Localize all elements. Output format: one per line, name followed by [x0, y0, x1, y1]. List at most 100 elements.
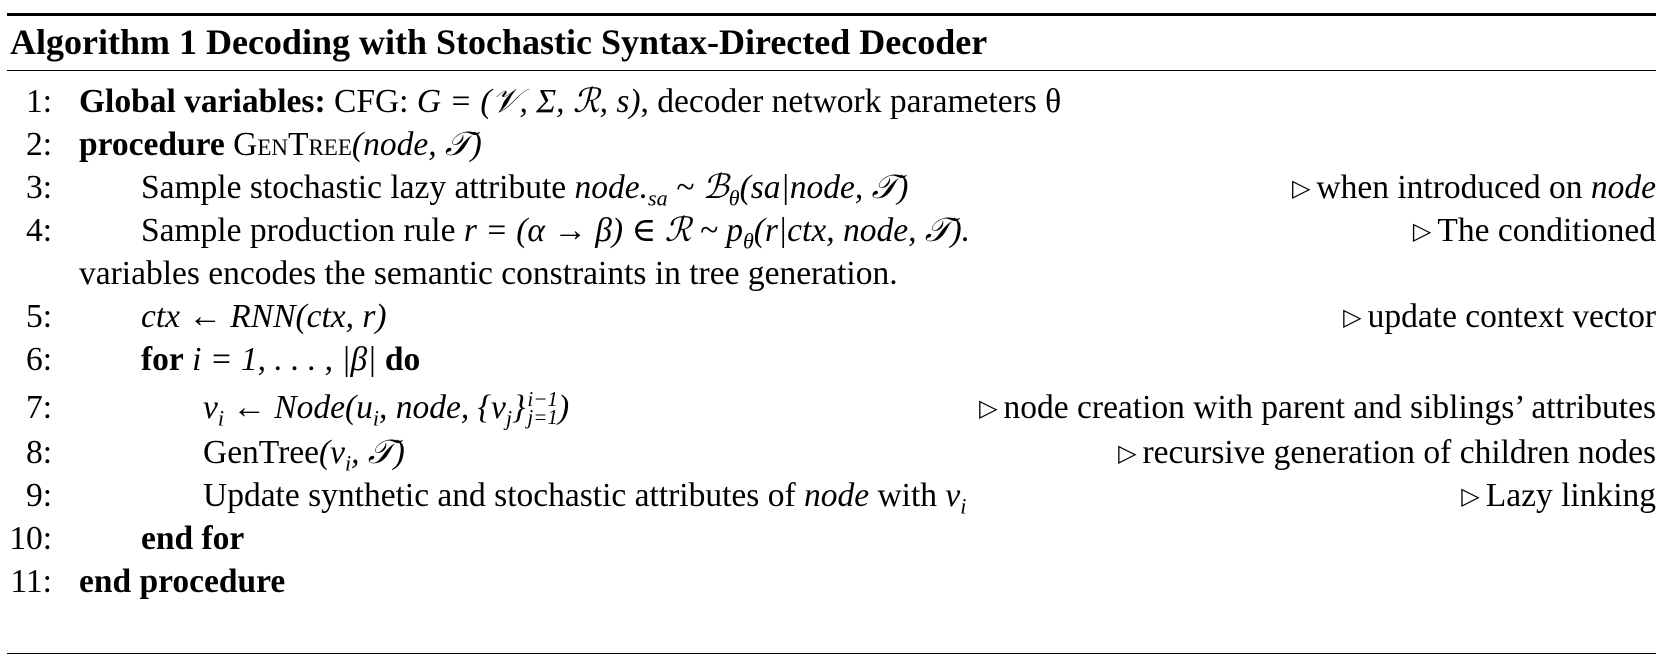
keyword: end for	[141, 520, 245, 557]
math-expr: (r|ctx, node, 𝒯).	[753, 212, 971, 249]
math-sub: θ	[728, 185, 740, 211]
keyword: for	[141, 341, 184, 378]
comment-triangle-icon: ▷	[1461, 484, 1480, 510]
math-expr: )	[557, 389, 570, 426]
math-sup: i−1	[527, 387, 558, 412]
continuation-text: variables encodes the semantic constrain…	[79, 255, 898, 292]
comment-text: The conditioned	[1437, 212, 1656, 249]
line-comment: ▷update context vector	[1343, 295, 1656, 342]
line-text: Sample stochastic lazy attribute	[141, 169, 575, 206]
algorithm-line-2: 2: procedure GenTree(node, 𝒯)	[0, 123, 1656, 167]
line-text: Update synthetic and stochastic attribut…	[203, 477, 804, 514]
line-number: 1:	[25, 83, 52, 120]
algorithm-title: Algorithm 1 Decoding with Stochastic Syn…	[10, 22, 988, 62]
bottom-rule	[7, 653, 1656, 654]
header-rule	[7, 70, 1656, 71]
math-sub: θ	[742, 228, 754, 254]
math-expr: }	[512, 389, 526, 426]
comment-text: Lazy linking	[1485, 477, 1656, 514]
math-expr: (v	[319, 434, 346, 471]
math-expr: i = 1, . . . , |β|	[183, 341, 385, 378]
math-sub: i	[372, 405, 379, 431]
algorithm-line-11: 11: end procedure	[0, 560, 1656, 604]
line-number: 3:	[25, 169, 52, 206]
line-comment: ▷node creation with parent and siblings’…	[979, 386, 1656, 433]
comment-triangle-icon: ▷	[1412, 219, 1432, 245]
line-body: end procedure	[79, 560, 285, 604]
comment-text: when introduced on	[1316, 169, 1591, 206]
procedure-name: GenTree	[233, 126, 352, 163]
algorithm-line-1: 1: Global variables: CFG: G = (𝒱, Σ, ℛ, …	[0, 80, 1656, 124]
line-body: procedure GenTree(node, 𝒯)	[79, 123, 482, 167]
algorithm-line-4-continuation: variables encodes the semantic constrain…	[0, 252, 1656, 296]
comment-text: update context vector	[1367, 298, 1656, 335]
math-expr: v	[945, 477, 961, 514]
algorithm-line-5: 5: ctx ← RNN(ctx, r) ▷update context vec…	[0, 295, 1656, 339]
line-number: 6:	[25, 341, 52, 378]
line-text: GenTree	[203, 434, 319, 471]
algorithm-line-3: 3: Sample stochastic lazy attribute node…	[0, 166, 1656, 210]
line-body: Sample stochastic lazy attribute node.sa…	[141, 166, 908, 210]
math-sub: j=1	[527, 405, 558, 430]
line-comment: ▷when introduced on node	[1292, 166, 1656, 213]
context-update: ctx ← RNN(ctx, r)	[141, 298, 387, 335]
math-expr: , 𝒯)	[351, 434, 405, 471]
math-expr: ~ ℬ	[667, 169, 729, 206]
line-number: 5:	[25, 298, 52, 335]
line-number: 2:	[25, 126, 52, 163]
math-expr: , node, {v	[379, 389, 506, 426]
grammar-math: G = (𝒱, Σ, ℛ, s)	[416, 83, 641, 120]
math-expr: node	[1590, 169, 1656, 206]
algorithm-line-4: 4: Sample production rule r = (α → β) ∈ …	[0, 209, 1656, 253]
line-number: 7:	[25, 389, 52, 426]
line-comment: ▷recursive generation of children nodes	[1118, 431, 1656, 478]
math-expr: ← Node(u	[224, 389, 373, 426]
line-body: end for	[141, 517, 244, 561]
comment-triangle-icon: ▷	[1343, 305, 1362, 331]
line-body: Sample production rule r = (α → β) ∈ ℛ ~…	[141, 209, 970, 253]
line-text: CFG:	[325, 83, 417, 120]
comment-triangle-icon: ▷	[1291, 176, 1311, 202]
algorithm-line-9: 9: Update synthetic and stochastic attri…	[0, 474, 1656, 518]
math-expr: v	[203, 389, 218, 426]
procedure-args: (node, 𝒯)	[351, 126, 482, 163]
line-comment: ▷Lazy linking	[1461, 474, 1656, 521]
keyword: Global variables:	[79, 83, 326, 120]
math-expr: (sa|node, 𝒯)	[739, 169, 909, 206]
math-sub: sa	[648, 185, 668, 211]
line-body: for i = 1, . . . , |β| do	[141, 338, 420, 382]
algorithm-line-10: 10: end for	[0, 517, 1656, 561]
comment-triangle-icon: ▷	[1118, 441, 1137, 467]
keyword: procedure	[79, 126, 225, 163]
line-number: 9:	[25, 477, 52, 514]
math-sub: i	[960, 493, 967, 519]
line-body: GenTree(vi, 𝒯)	[203, 431, 405, 475]
keyword: do	[384, 341, 421, 378]
math-expr: node	[803, 477, 870, 514]
line-number: 8:	[25, 434, 52, 471]
line-text: with	[869, 477, 946, 514]
decoder-params: , decoder network parameters θ	[640, 83, 1062, 120]
line-body: Update synthetic and stochastic attribut…	[203, 474, 966, 518]
line-body: Global variables: CFG: G = (𝒱, Σ, ℛ, s),…	[79, 80, 1061, 124]
keyword: end procedure	[79, 563, 286, 600]
algorithm-line-6: 6: for i = 1, . . . , |β| do	[0, 338, 1656, 382]
algorithm-line-8: 8: GenTree(vi, 𝒯) ▷recursive generation …	[0, 431, 1656, 475]
math-sub: j	[505, 405, 513, 431]
math-sub: i	[345, 450, 352, 476]
comment-triangle-icon: ▷	[979, 396, 998, 422]
line-number: 4:	[25, 212, 52, 249]
math-expr: r = (α → β) ∈ ℛ ~ p	[463, 212, 743, 249]
math-sub: i	[217, 405, 224, 431]
line-comment: ▷The conditioned	[1413, 209, 1656, 256]
top-rule	[7, 13, 1656, 16]
comment-text: recursive generation of children nodes	[1142, 434, 1656, 471]
math-expr: node.	[574, 169, 649, 206]
line-number: 10:	[9, 520, 52, 557]
comment-text: node creation with parent and siblings’ …	[1003, 389, 1656, 426]
line-text: Sample production rule	[141, 212, 464, 249]
line-number: 11:	[10, 563, 52, 600]
